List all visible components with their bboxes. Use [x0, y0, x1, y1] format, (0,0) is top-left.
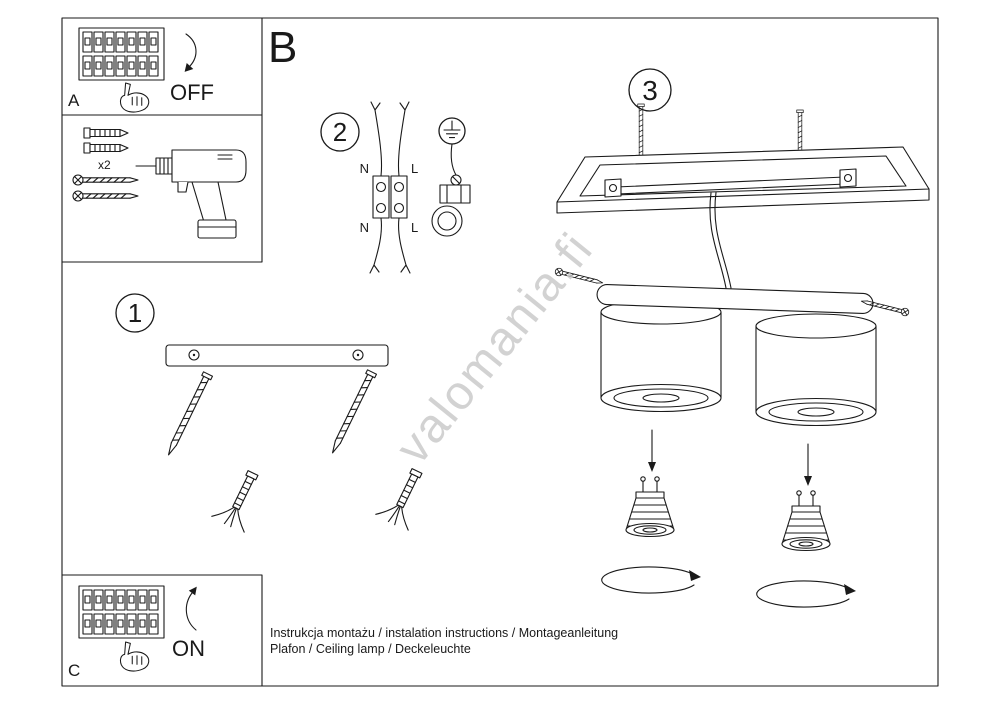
tools-box: x2 — [72, 127, 247, 239]
terminal-block-icon — [372, 175, 408, 219]
sheet-frame — [61, 17, 939, 687]
breaker-panel-icon — [79, 28, 164, 80]
rotate-arrow-icon — [601, 566, 702, 594]
step-2-number: 2 — [333, 117, 347, 147]
on-arrow-icon — [185, 586, 197, 631]
footer-line-1: Instrukcja montażu / instalation instruc… — [270, 626, 618, 640]
on-label: ON — [172, 636, 205, 661]
screw-icon — [72, 190, 139, 202]
step-1-number: 1 — [128, 298, 142, 328]
section-c-label: C — [68, 661, 80, 680]
mounting-bracket-icon — [165, 344, 389, 367]
wall-plug-icon — [83, 127, 129, 139]
hand-icon — [119, 82, 150, 113]
down-arrow-icon — [648, 429, 656, 472]
anchors-count: x2 — [98, 158, 111, 172]
off-label: OFF — [170, 80, 214, 105]
step-2-circle — [320, 112, 360, 152]
breaker-panel-icon — [79, 586, 164, 638]
step-2: 2 N L N L — [320, 101, 471, 274]
screw-icon — [163, 371, 214, 458]
footer-line-2: Plafon / Ceiling lamp / Deckeleuchte — [270, 642, 471, 656]
cable-clamp-icon — [431, 143, 471, 237]
section-c: ON C — [68, 586, 205, 680]
lamp-cylinder-icon — [755, 313, 877, 427]
down-arrow-icon — [804, 443, 812, 486]
power-cable-icon — [709, 192, 732, 289]
wall-anchor-icon — [210, 464, 270, 534]
lamp-cylinder-icon — [600, 299, 722, 413]
wire-label-l-bottom: L — [411, 220, 418, 235]
section-a: OFF A — [68, 28, 214, 113]
step-3-number: 3 — [642, 75, 658, 106]
step-1-circle — [115, 293, 155, 333]
wire-label-l-top: L — [411, 161, 418, 176]
lamp-bar-icon — [596, 283, 874, 315]
ground-symbol-icon — [438, 117, 466, 145]
wire-forks-icon — [369, 101, 411, 274]
drill-icon — [135, 149, 247, 239]
rotate-arrow-icon — [756, 580, 857, 608]
screw-icon — [637, 103, 645, 163]
wall-plug-icon — [83, 142, 129, 154]
step-3-circle — [628, 68, 672, 112]
wire-label-n-top: N — [360, 161, 369, 176]
step-3: 3 — [554, 68, 930, 608]
gu10-bulb-icon — [625, 476, 675, 538]
wall-anchor-icon — [374, 462, 434, 532]
mounting-bar-icon — [604, 168, 857, 198]
off-arrow-icon — [184, 33, 197, 72]
step-1: 1 — [115, 293, 434, 534]
footer: Instrukcja montażu / instalation instruc… — [270, 626, 618, 656]
screw-icon — [327, 369, 378, 456]
section-b-label: B — [268, 23, 297, 72]
hand-icon — [119, 641, 150, 672]
screw-icon — [72, 174, 139, 186]
gu10-bulb-icon — [781, 490, 831, 552]
section-a-label: A — [68, 91, 80, 110]
watermark: valomania.fi — [386, 223, 603, 474]
wire-label-n-bottom: N — [360, 220, 369, 235]
